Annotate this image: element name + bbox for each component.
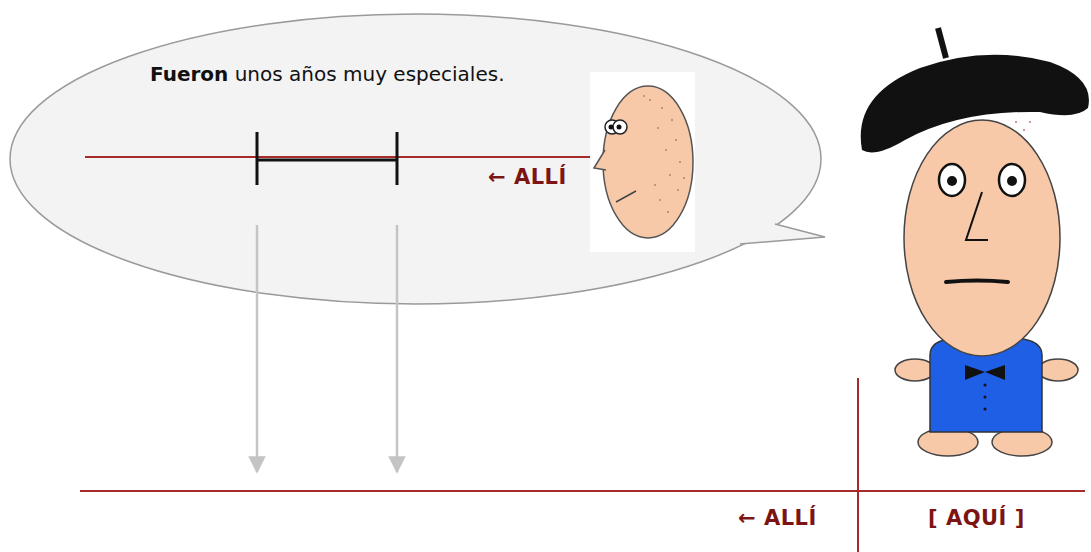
present-timeline [80, 490, 1085, 492]
speaker-character [861, 28, 1089, 456]
now-divider [857, 378, 859, 552]
place-label: [ AQUÍ ] [928, 506, 1025, 530]
bubble-tail [740, 224, 825, 244]
speech-text: Fueron unos años muy especiales. [150, 62, 505, 86]
speech-bubble: Fueron unos años muy especiales. ← ALLÍ [8, 12, 823, 306]
bubble-outline [10, 14, 821, 304]
place-label: ← ALLÍ [738, 506, 817, 530]
bubble-tail-edge [740, 224, 825, 244]
place-label: ← ALLÍ [488, 165, 567, 189]
bubble-shape [8, 12, 823, 306]
